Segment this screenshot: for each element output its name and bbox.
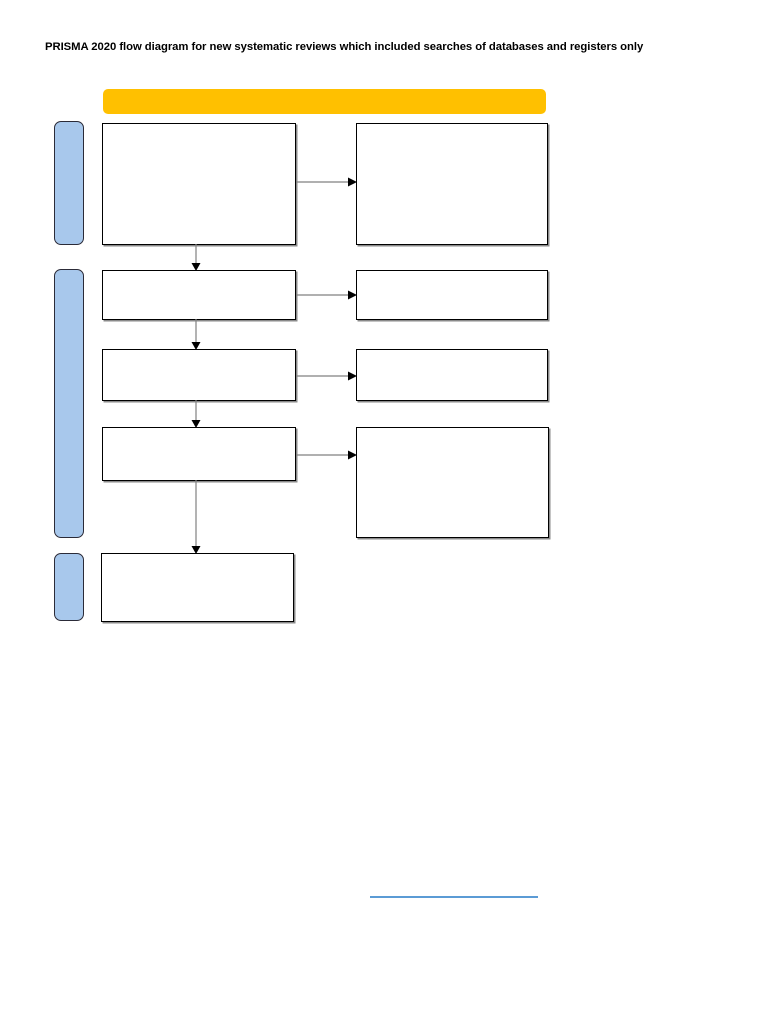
- stage-tab-included-label: [55, 554, 83, 620]
- box-reports-excluded: [356, 427, 549, 538]
- box-studies-included-in-review: [101, 553, 294, 622]
- stage-tab-screening: [54, 269, 84, 538]
- box-reports-excluded-text: [357, 428, 548, 436]
- stage-tab-screening-label: [55, 270, 83, 537]
- source-link[interactable]: [370, 884, 538, 898]
- box-reports-sought-for-retrieval: [102, 349, 296, 401]
- box-reports-assessed-for-eligibility-text: [103, 428, 295, 436]
- box-records-identified-text: [103, 124, 295, 132]
- box-studies-included-in-review-text: [102, 554, 293, 562]
- stage-tab-identification-label: [55, 122, 83, 244]
- page-title: PRISMA 2020 flow diagram for new systema…: [45, 41, 644, 53]
- box-records-excluded-text: [357, 271, 547, 279]
- box-reports-not-retrieved: [356, 349, 548, 401]
- box-records-screened: [102, 270, 296, 320]
- identification-banner-label: [103, 89, 546, 114]
- connector-sought-to-assessed: [189, 400, 203, 429]
- box-reports-assessed-for-eligibility: [102, 427, 296, 481]
- box-records-removed-before-screening: [356, 123, 548, 245]
- connector-identified-to-screened: [189, 244, 203, 272]
- stage-tab-identification: [54, 121, 84, 245]
- identification-banner: [103, 89, 546, 114]
- connector-assessed-to-included: [189, 480, 203, 555]
- connector-assessed-to-excluded: [296, 449, 358, 461]
- connector-sought-to-not-retrieved: [296, 370, 358, 382]
- box-records-identified: [102, 123, 296, 245]
- box-records-excluded: [356, 270, 548, 320]
- connector-screened-to-sought: [189, 319, 203, 351]
- connector-screened-to-excluded: [296, 289, 358, 301]
- box-records-removed-before-screening-text: [357, 124, 547, 132]
- box-reports-sought-for-retrieval-text: [103, 350, 295, 358]
- box-reports-not-retrieved-text: [357, 350, 547, 358]
- stage-tab-included: [54, 553, 84, 621]
- box-records-screened-text: [103, 271, 295, 279]
- connector-identified-to-removed: [296, 176, 358, 188]
